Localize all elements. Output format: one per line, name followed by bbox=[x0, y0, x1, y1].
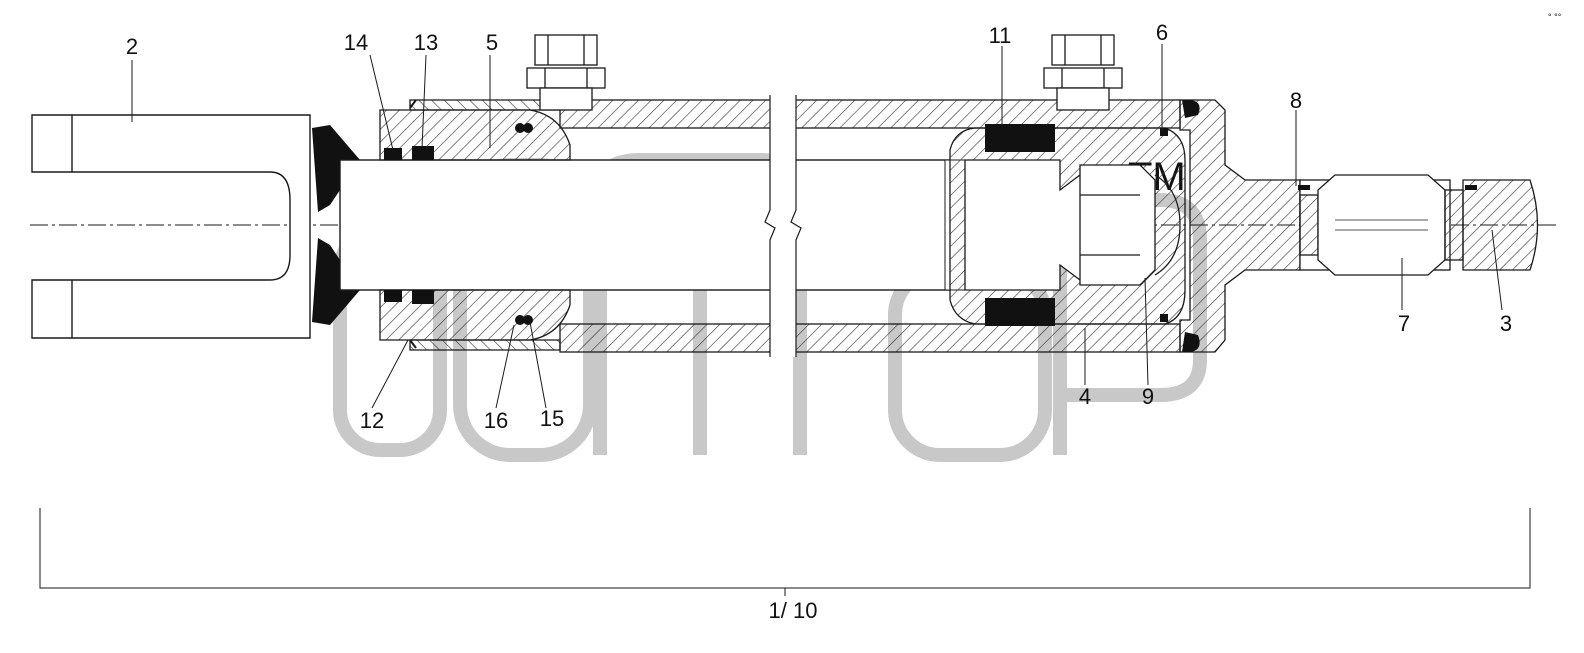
callout-14: 14 bbox=[344, 30, 368, 55]
piston-seal-11-upper bbox=[985, 124, 1055, 152]
ring-8-right bbox=[1465, 185, 1477, 190]
clevis-fork bbox=[31, 114, 311, 339]
break-line-left bbox=[764, 95, 776, 357]
weld-upper bbox=[312, 125, 360, 212]
seal-6-upper bbox=[1160, 128, 1168, 136]
callout-16: 16 bbox=[484, 408, 508, 433]
callout-3: 3 bbox=[1500, 311, 1512, 336]
callout-4: 4 bbox=[1079, 384, 1091, 409]
ring-8-left bbox=[1298, 185, 1310, 190]
oring-15-upper bbox=[515, 123, 525, 133]
nut-9 bbox=[1079, 164, 1181, 286]
circlip-12 bbox=[409, 99, 417, 349]
tube-wall-lower bbox=[559, 323, 1181, 353]
callout-5: 5 bbox=[486, 30, 498, 55]
seal-14-lower bbox=[384, 290, 402, 302]
assembly-label: 1/ 10 bbox=[769, 598, 818, 623]
callout-11: 11 bbox=[989, 23, 1012, 48]
seal-13-lower bbox=[412, 290, 434, 304]
seal-6-lower bbox=[1160, 314, 1168, 322]
piston-seal-11-lower bbox=[985, 298, 1055, 326]
break-gap bbox=[770, 95, 796, 357]
piston-rod bbox=[339, 159, 951, 291]
oring-15b-lower bbox=[523, 315, 533, 325]
assembly-bracket bbox=[39, 508, 1531, 589]
break-line-right bbox=[790, 95, 802, 357]
port-fitting-right bbox=[1043, 34, 1123, 111]
weld-cap-upper bbox=[1182, 99, 1200, 118]
callout-13: 13 bbox=[414, 30, 438, 55]
corner-mark: ° °° bbox=[1548, 12, 1562, 22]
gland bbox=[379, 99, 571, 351]
seal-13-upper bbox=[412, 146, 434, 160]
oring-15b-upper bbox=[523, 123, 533, 133]
callout-9: 9 bbox=[1142, 384, 1154, 409]
port-fitting-left bbox=[526, 34, 606, 111]
callout-12: 12 bbox=[360, 408, 384, 433]
seal-14-upper bbox=[384, 148, 402, 160]
callout-8: 8 bbox=[1290, 88, 1302, 113]
oring-15-lower bbox=[515, 315, 525, 325]
rod-end-7 bbox=[1299, 174, 1539, 276]
callout-2: 2 bbox=[126, 34, 138, 59]
callout-6: 6 bbox=[1156, 20, 1168, 45]
leader-lines bbox=[131, 44, 1503, 409]
callout-15: 15 bbox=[540, 406, 564, 431]
callout-7: 7 bbox=[1398, 311, 1410, 336]
weld-cap-lower bbox=[1182, 332, 1200, 353]
weld-lower bbox=[312, 238, 360, 325]
